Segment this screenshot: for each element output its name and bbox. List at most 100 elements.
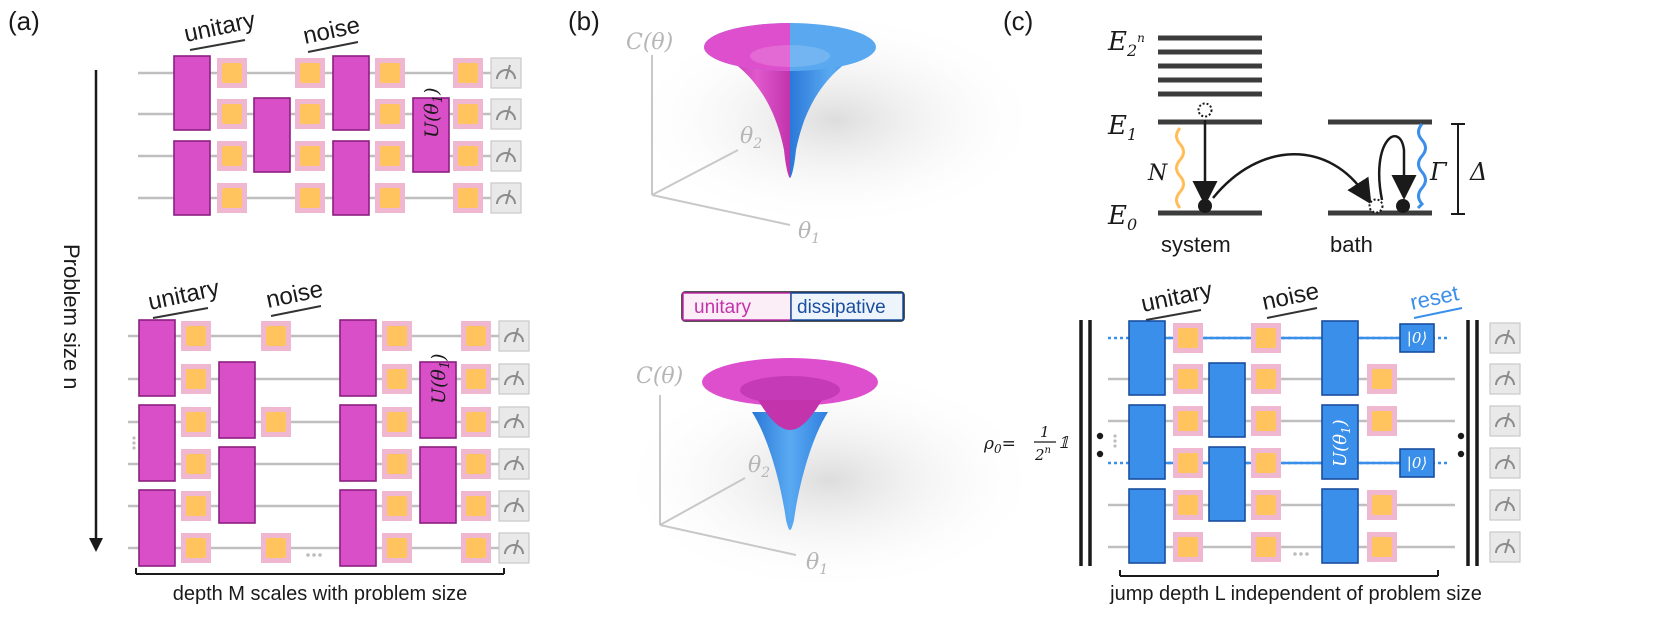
parameterized-gate-label: U(θ1) [421, 87, 446, 138]
unitary-gate [173, 55, 211, 131]
measurement-icon [498, 406, 530, 438]
e0-label: E0 [1107, 201, 1137, 234]
noise-gate [181, 364, 211, 394]
measurement-icon [498, 363, 530, 395]
measurement-icon [490, 98, 522, 130]
horizontal-ellipsis [1305, 552, 1309, 556]
gap-label: Δ [1469, 158, 1487, 186]
c-reset-underline [1413, 307, 1463, 319]
unitary-gate [339, 489, 377, 567]
bath-ground-dot [1396, 199, 1410, 213]
noise-gate [295, 58, 325, 88]
noise-gate [1367, 490, 1397, 520]
theta1-label: θ1 [806, 550, 828, 578]
unitary-gate [332, 55, 370, 131]
trace-dot [1457, 432, 1465, 440]
bath-loop-arrow [1377, 135, 1417, 201]
excited-state-marker [1197, 102, 1213, 118]
blue-cone [752, 412, 828, 530]
panel-c-tag: (c) [1003, 6, 1033, 36]
unitary-gate [138, 489, 176, 567]
e2n-label: E2n [1107, 27, 1145, 60]
bottom-noise-underline [270, 305, 322, 317]
bottom-noise-gates [181, 321, 491, 563]
reset-ket: |0⟩ [1407, 329, 1427, 347]
measurement-icon [498, 532, 530, 564]
bottom-unitary-underline [152, 307, 209, 319]
noise-gate [375, 58, 405, 88]
identity-symbol: 𝟙 [1058, 433, 1069, 452]
legend-dissipative: dissipative [797, 297, 886, 318]
noise-gate [295, 183, 325, 213]
noise-gate [181, 321, 211, 351]
horizontal-ellipsis [1299, 552, 1303, 556]
pink-half [708, 48, 790, 178]
rho-numerator: 1 [1040, 423, 1050, 441]
noise-gate [217, 99, 247, 129]
noise-gate [217, 183, 247, 213]
system-label: system [1161, 232, 1231, 257]
top-circuit: U(θ1) [138, 55, 520, 216]
shadow [625, 10, 1045, 230]
panel-b: (b) C(θ) θ2 θ1 unitary dissipative [568, 6, 1045, 595]
pink-rim [704, 23, 790, 71]
blue-half [790, 48, 872, 178]
shadow [615, 365, 1045, 595]
unitary-gate [1128, 488, 1166, 564]
parameterized-gate [1321, 404, 1359, 480]
energy-diagram: E2n E1 E0 N Γ Δ system bath [1107, 27, 1487, 257]
bottom-circuit: U(θ1) [128, 319, 500, 567]
theta2-label: θ2 [748, 453, 770, 481]
noise-gate [453, 183, 483, 213]
vertical-ellipsis [1113, 444, 1117, 448]
measurement-icon [490, 182, 522, 214]
noise-gate [1173, 448, 1203, 478]
unitary-gate [1128, 404, 1166, 480]
unitary-gate [1321, 320, 1359, 396]
noise-gate [261, 321, 291, 351]
top-noise-label: noise [301, 12, 363, 50]
legend-unitary: unitary [694, 297, 752, 318]
axis-theta1 [659, 524, 797, 556]
noise-gate [382, 533, 412, 563]
parameterized-gate [419, 361, 457, 439]
noise-gate [181, 491, 211, 521]
depth-label: depth M scales with problem size [173, 583, 468, 605]
vertical-ellipsis [132, 441, 136, 445]
noise-gate [453, 58, 483, 88]
noise-gate [461, 364, 491, 394]
measurement-icon [490, 140, 522, 172]
noise-gate [461, 491, 491, 521]
noise-gate [1367, 364, 1397, 394]
noise-gate [1173, 532, 1203, 562]
bottom-unitary-label: unitary [146, 274, 222, 315]
noise-gate [1173, 406, 1203, 436]
panel-a: (a) unitary noise U(θ1) Problem size n u… [8, 6, 520, 605]
unitary-gate [1321, 488, 1359, 564]
noise-gate [382, 449, 412, 479]
top-noise-gates [217, 58, 483, 213]
noise-gate [217, 141, 247, 171]
measurement-icon [1489, 363, 1521, 395]
noise-gate [1251, 490, 1281, 520]
landscape-bottom: C(θ) θ2 θ1 [615, 358, 1045, 595]
unitary-gate [419, 446, 457, 524]
parameterized-gate [412, 97, 450, 173]
c-unitary-underline [1145, 309, 1202, 321]
noise-gate [1367, 532, 1397, 562]
top-noise-underline [307, 41, 359, 53]
measurement-icon [1489, 447, 1521, 479]
noise-gate [461, 321, 491, 351]
noise-gate [1251, 364, 1281, 394]
noise-wiggle [1175, 127, 1185, 209]
parameterized-gate-label: U(θ1) [1330, 419, 1353, 467]
problem-size-label: Problem size n [59, 244, 84, 390]
noise-gate [181, 449, 211, 479]
legend-unitary-swatch [682, 292, 792, 321]
noise-gate [1173, 364, 1203, 394]
noise-gate [1367, 406, 1397, 436]
unitary-gate [339, 319, 377, 397]
noise-gate [375, 183, 405, 213]
axis-theta2 [659, 477, 746, 526]
noise-rate-label: N [1147, 161, 1168, 186]
